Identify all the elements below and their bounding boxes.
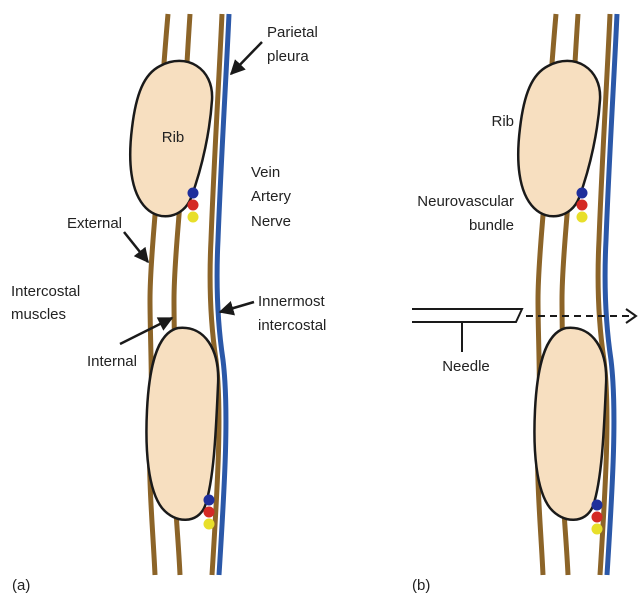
rib-label-b: Rib [491, 113, 514, 130]
neurovascular-label-line2: bundle [469, 217, 514, 234]
vein-dot-lower-b [592, 500, 603, 511]
caption-b: (b) [412, 577, 430, 594]
artery-label: Artery [251, 188, 292, 205]
artery-dot-upper [188, 200, 199, 211]
needle [412, 309, 522, 322]
innermost-label-line1: Innermost [258, 293, 326, 310]
upper-rib-b [518, 61, 600, 216]
parietal-label-line1: Parietal [267, 24, 318, 41]
artery-dot-lower [204, 507, 215, 518]
nerve-label: Nerve [251, 213, 291, 230]
internal-label: Internal [87, 353, 137, 370]
intercostal-label-line2: muscles [11, 306, 66, 323]
nerve-dot-lower [204, 519, 215, 530]
rib-label-a: Rib [162, 129, 185, 146]
nerve-dot-lower-b [592, 524, 603, 535]
parietal-label-line2: pleura [267, 48, 309, 65]
lower-rib [146, 328, 218, 520]
nerve-dot-upper [188, 212, 199, 223]
external-label: External [67, 215, 122, 232]
vein-dot-upper [188, 188, 199, 199]
parietal-pleura-arrow [231, 42, 262, 74]
external-arrow [124, 232, 148, 262]
innermost-arrow [220, 302, 254, 312]
neurovascular-label-line1: Neurovascular [417, 193, 514, 210]
intercostal-label-line1: Intercostal [11, 283, 80, 300]
lower-rib-b [534, 328, 606, 520]
vein-label: Vein [251, 164, 280, 181]
caption-a: (a) [12, 577, 30, 594]
panel-a: Rib Parietal pleura Vein Artery Nerve Ex… [11, 14, 326, 594]
vein-dot-upper-b [577, 188, 588, 199]
artery-dot-upper-b [577, 200, 588, 211]
innermost-label-line2: intercostal [258, 317, 326, 334]
panel-b: Rib Neurovascular bundle Needle (b) [412, 14, 636, 594]
needle-label: Needle [442, 358, 490, 375]
nerve-dot-upper-b [577, 212, 588, 223]
artery-dot-lower-b [592, 512, 603, 523]
vein-dot-lower [204, 495, 215, 506]
